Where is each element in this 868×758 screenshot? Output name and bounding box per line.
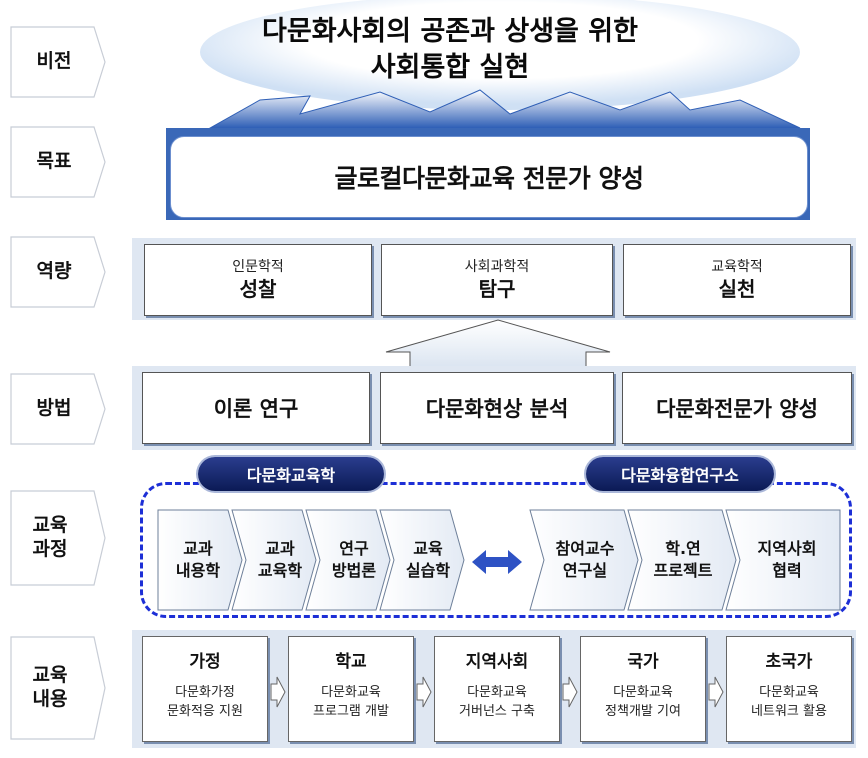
row-label-method: 방법 — [10, 373, 106, 445]
right-arrow-icon — [416, 676, 432, 708]
goal-box: 글로컬다문화교육 전문가 양성 — [170, 136, 808, 218]
right-arrow-icon — [270, 676, 286, 708]
competency-box-humanities: 인문학적 성찰 — [144, 244, 372, 316]
row-label-competency: 역량 — [10, 236, 106, 308]
content-title: 가정 — [189, 652, 221, 672]
vision-line-1: 다문화사회의 공존과 상생을 위한 — [262, 16, 638, 47]
competency-main: 성찰 — [239, 277, 277, 301]
chevron-shape-icon — [10, 236, 106, 308]
curriculum-chevrons — [157, 509, 841, 611]
chevron-shape-icon — [10, 373, 106, 445]
competency-box-social-science: 사회과학적 탐구 — [381, 244, 613, 316]
row-label-goal: 목표 — [10, 126, 106, 198]
competency-sub: 인문학적 — [232, 259, 284, 275]
curriculum-frame — [140, 482, 852, 618]
content-title: 국가 — [627, 652, 659, 672]
chevron-shape-icon — [10, 126, 106, 198]
chevron-shape-icon — [10, 26, 106, 98]
right-arrow-icon — [708, 676, 724, 708]
row-label-vision: 비전 — [10, 26, 106, 98]
method-box-theory: 이론 연구 — [142, 372, 370, 444]
competency-main: 실천 — [718, 277, 756, 301]
curriculum-left-pill: 다문화교육학 — [198, 457, 384, 491]
method-box-analysis: 다문화현상 분석 — [380, 372, 614, 444]
content-title: 초국가 — [765, 652, 813, 672]
content-title: 학교 — [335, 652, 367, 672]
competency-main: 탐구 — [478, 277, 516, 301]
curriculum-right-pill: 다문화융합연구소 — [586, 457, 774, 491]
chevron-shape-icon — [10, 490, 106, 586]
competency-sub: 사회과학적 — [464, 259, 530, 275]
vision-statement: 다문화사회의 공존과 상생을 위한 사회통합 실현 — [180, 14, 720, 86]
chevron-shape-icon — [10, 636, 106, 740]
competency-sub: 교육학적 — [711, 259, 763, 275]
content-title: 지역사회 — [465, 652, 529, 672]
right-arrow-icon — [562, 676, 578, 708]
vision-line-2: 사회통합 실현 — [370, 52, 530, 83]
vision-burst-icon — [200, 0, 801, 129]
method-box-expert: 다문화전문가 양성 — [622, 372, 852, 444]
competency-box-education: 교육학적 실천 — [623, 244, 851, 316]
